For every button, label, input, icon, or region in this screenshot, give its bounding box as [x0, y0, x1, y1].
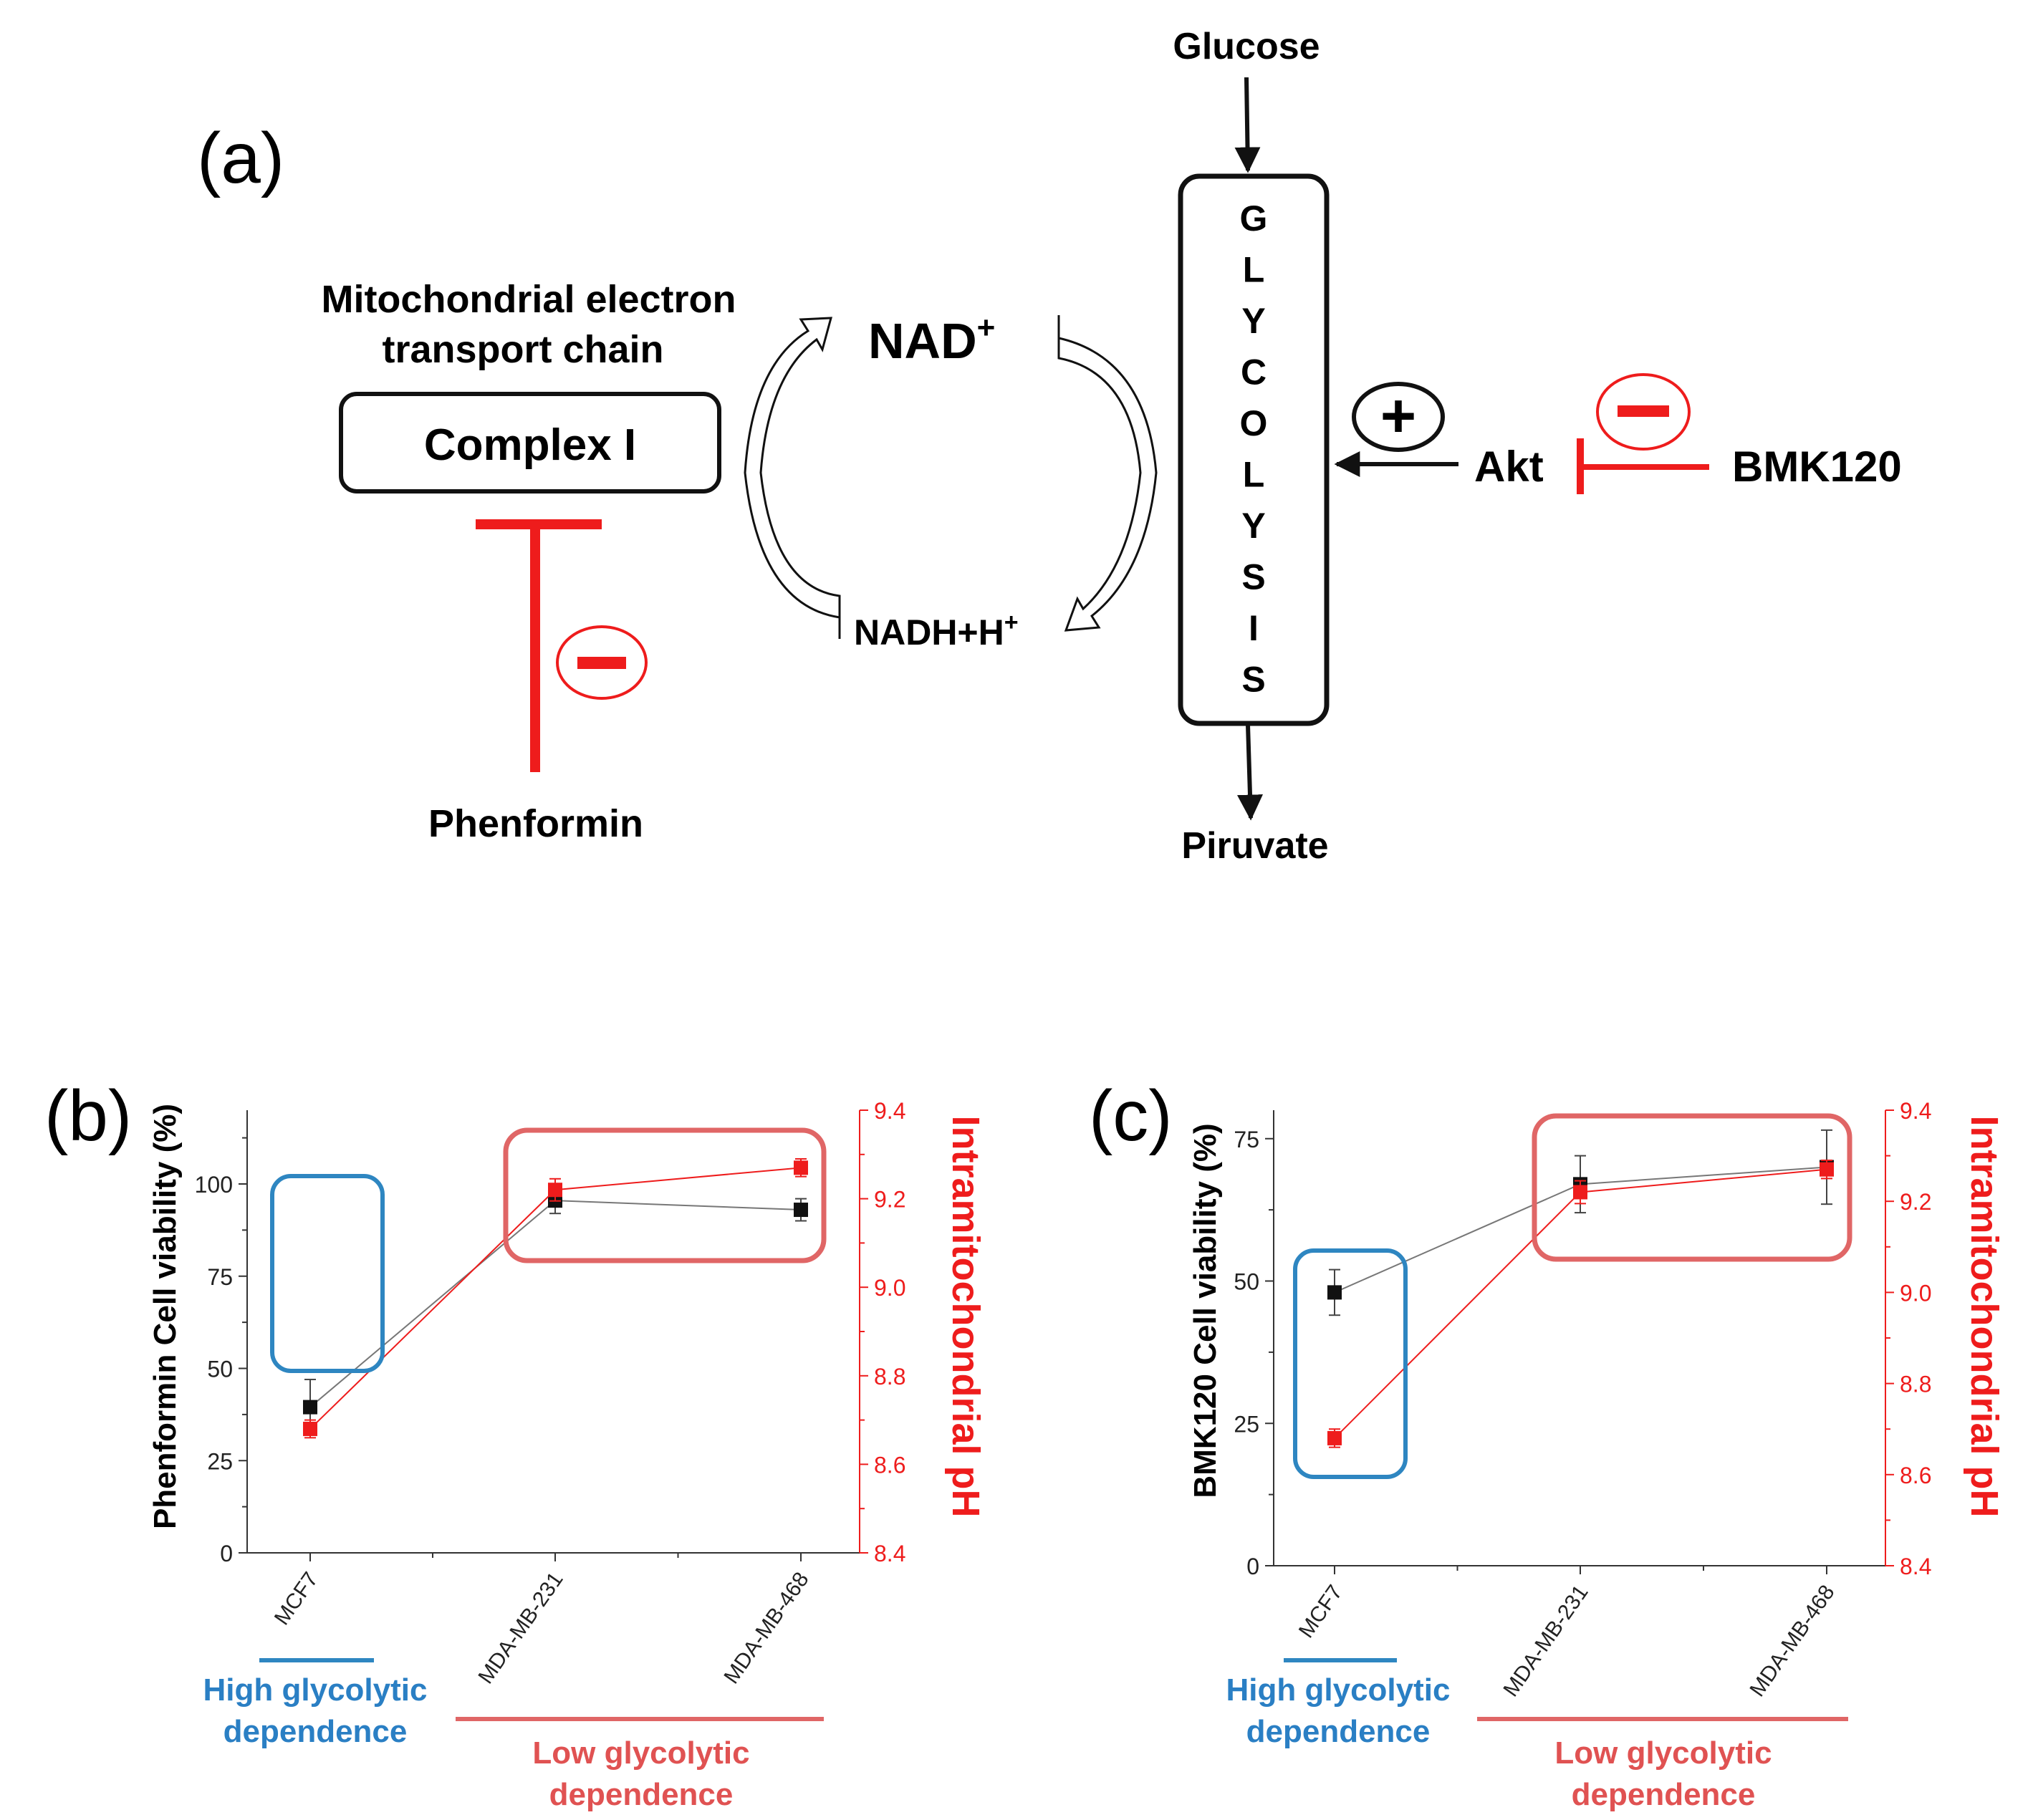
- ph-data-point: [1820, 1162, 1834, 1177]
- left-tick-label: 0: [220, 1541, 233, 1566]
- category-label: MCF7: [270, 1568, 323, 1629]
- high-group-label-line1: High glycolytic: [1226, 1672, 1451, 1708]
- glycolysis-letter: O: [1240, 403, 1268, 443]
- glycolysis-letter: I: [1249, 608, 1259, 648]
- left-tick-label: 100: [195, 1172, 233, 1198]
- right-tick-label: 8.6: [1900, 1463, 1931, 1488]
- nadh-label: NADH+H+: [854, 609, 1019, 653]
- panel-c-label: (c): [1089, 1076, 1173, 1156]
- bmk120-label: BMK120: [1732, 443, 1902, 491]
- left-tick-label: 25: [207, 1448, 233, 1474]
- nadh-text: NADH+H: [854, 612, 1004, 653]
- glucose-label: Glucose: [1173, 26, 1320, 67]
- plus-sign-icon: +: [1380, 382, 1416, 451]
- etc-label-line1: Mitochondrial electron: [321, 278, 736, 321]
- low-dependence-box: [1532, 1113, 1852, 1262]
- low-group-label-line1: Low glycolytic: [1554, 1735, 1772, 1771]
- akt-label: Akt: [1474, 443, 1544, 491]
- low-group-label-line2: dependence: [1572, 1777, 1756, 1812]
- left-tick-label: 0: [1246, 1554, 1259, 1579]
- category-label: MDA-MB-231: [1499, 1581, 1592, 1701]
- nad-label: NAD+: [868, 310, 995, 369]
- low-group-label-line1: Low glycolytic: [532, 1735, 749, 1771]
- category-label: MDA-MB-468: [719, 1568, 813, 1688]
- data-marks: [303, 1157, 808, 1439]
- ph-data-point: [1327, 1430, 1342, 1445]
- viability-data-point: [1327, 1285, 1342, 1300]
- high-dependence-box: [270, 1174, 385, 1373]
- minus-circle-icon: [1596, 373, 1691, 451]
- pyruvate-arrow: [1237, 724, 1263, 821]
- high-group-label-line1: High glycolytic: [203, 1672, 428, 1708]
- glycolysis-box: [1178, 173, 1330, 726]
- right-tick-label: 9.4: [1900, 1098, 1931, 1124]
- minus-circle-icon: [556, 625, 648, 700]
- right-axis-label: Intramitochondrial pH: [1963, 1115, 2006, 1517]
- panel-b-label: (b): [44, 1076, 132, 1156]
- right-curved-arrow-icon: [1057, 315, 1158, 632]
- glycolysis-letter: S: [1241, 557, 1265, 597]
- category-label: MDA-MB-231: [474, 1568, 567, 1688]
- panel-b-chart: (b) Phenformin Cell viability (%) Intram…: [44, 1076, 987, 1812]
- ph-data-point: [303, 1421, 317, 1436]
- left-axis-label: Phenformin Cell viability (%): [148, 1104, 183, 1529]
- ph-data-point: [1573, 1185, 1587, 1200]
- glycolysis-letter: S: [1241, 660, 1265, 700]
- glycolysis-letter: Y: [1241, 301, 1265, 341]
- phenformin-label: Phenformin: [428, 802, 643, 845]
- glycolysis-letter: Y: [1241, 506, 1265, 546]
- glycolysis-letter: C: [1241, 352, 1267, 393]
- left-tick-label: 50: [207, 1357, 233, 1382]
- glycolysis-letter: G: [1240, 198, 1268, 239]
- high-group-label-line2: dependence: [1246, 1714, 1431, 1749]
- right-tick-label: 9.0: [1900, 1280, 1931, 1306]
- panel-c-chart: (c) BMK120 Cell viability (%) Intramitoc…: [1089, 1076, 2006, 1812]
- minus-sign-icon: [577, 657, 626, 669]
- high-group-label-line2: dependence: [224, 1714, 408, 1749]
- low-group-label-line2: dependence: [549, 1777, 734, 1812]
- glycolysis-letter: L: [1243, 250, 1265, 290]
- left-tick-label: 75: [207, 1264, 233, 1290]
- glucose-arrow: [1234, 77, 1261, 173]
- right-axis-label: Intramitochondrial pH: [944, 1115, 987, 1517]
- high-dependence-box: [1293, 1248, 1408, 1479]
- ph-data-point: [548, 1183, 562, 1198]
- complex-i-label: Complex I: [424, 420, 636, 470]
- nadh-superscript: +: [1004, 609, 1019, 636]
- viability-data-point: [794, 1203, 808, 1218]
- right-tick-label: 9.4: [874, 1098, 905, 1124]
- etc-label-line2: transport chain: [382, 328, 663, 371]
- right-tick-label: 8.4: [874, 1541, 905, 1566]
- right-tick-label: 9.0: [874, 1275, 905, 1301]
- right-tick-label: 8.8: [1900, 1372, 1931, 1397]
- left-curved-arrow-icon: [744, 317, 841, 639]
- data-marks: [1327, 1129, 1834, 1448]
- complex-i-box: [339, 392, 721, 493]
- ph-data-point: [794, 1160, 808, 1175]
- right-tick-label: 9.2: [874, 1187, 905, 1213]
- right-tick-label: 8.8: [874, 1364, 905, 1390]
- nad-text: NAD: [868, 313, 977, 369]
- glycolysis-letter: L: [1243, 455, 1265, 495]
- right-tick-label: 9.2: [1900, 1189, 1931, 1215]
- right-tick-label: 8.6: [874, 1452, 905, 1478]
- left-tick-label: 75: [1234, 1127, 1259, 1152]
- category-label: MCF7: [1294, 1581, 1347, 1642]
- minus-sign-icon: [1618, 405, 1669, 417]
- left-axis-label: BMK120 Cell viability (%): [1188, 1123, 1223, 1498]
- left-tick-label: 25: [1234, 1411, 1259, 1437]
- viability-data-point: [303, 1400, 317, 1415]
- nad-superscript: +: [977, 310, 996, 345]
- category-label: MDA-MB-468: [1745, 1581, 1839, 1701]
- low-dependence-box: [503, 1127, 827, 1263]
- right-tick-label: 8.4: [1900, 1554, 1931, 1579]
- panel-a-label: (a): [197, 118, 284, 198]
- plus-circle-icon: [1352, 382, 1445, 452]
- pyruvate-label: Piruvate: [1181, 825, 1328, 867]
- left-tick-label: 50: [1234, 1269, 1259, 1295]
